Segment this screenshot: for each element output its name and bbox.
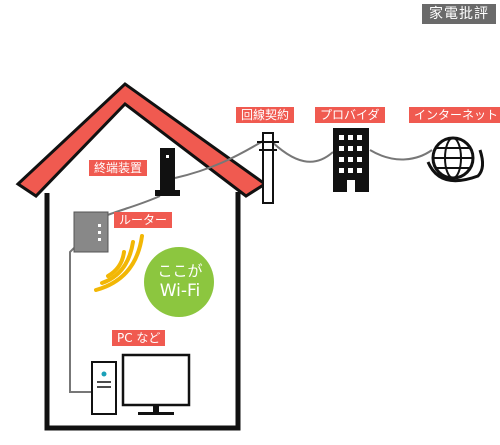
label-provider: プロバイダ [315,107,385,123]
building-icon [333,128,369,192]
label-pc: PC など [112,330,166,346]
monitor-icon [121,353,191,415]
router-icon [73,211,109,253]
globe-icon [426,136,485,183]
cable-building-globe [369,149,433,161]
label-router: ルーター [114,212,173,228]
cable-router-pc [69,247,92,393]
watermark: 家電批評 [422,4,496,24]
utility-pole-icon [257,132,279,204]
wifi-bubble [144,247,214,317]
pc-tower-icon [91,361,117,415]
cable-terminal-pole [174,137,269,179]
house-outline [44,192,241,431]
wifi-waves-icon [94,234,144,292]
label-internet: インターネット [409,107,500,123]
terminal-device-icon [155,148,180,196]
cable-pole-building [267,137,334,163]
label-line-contract: 回線契約 [236,107,295,123]
cable-terminal-router [104,195,161,217]
wifi-label-line2: Wi-Fi [159,281,201,301]
label-terminal: 終端装置 [89,160,148,176]
wifi-label-line1: ここが [157,262,203,280]
roof [15,82,268,198]
